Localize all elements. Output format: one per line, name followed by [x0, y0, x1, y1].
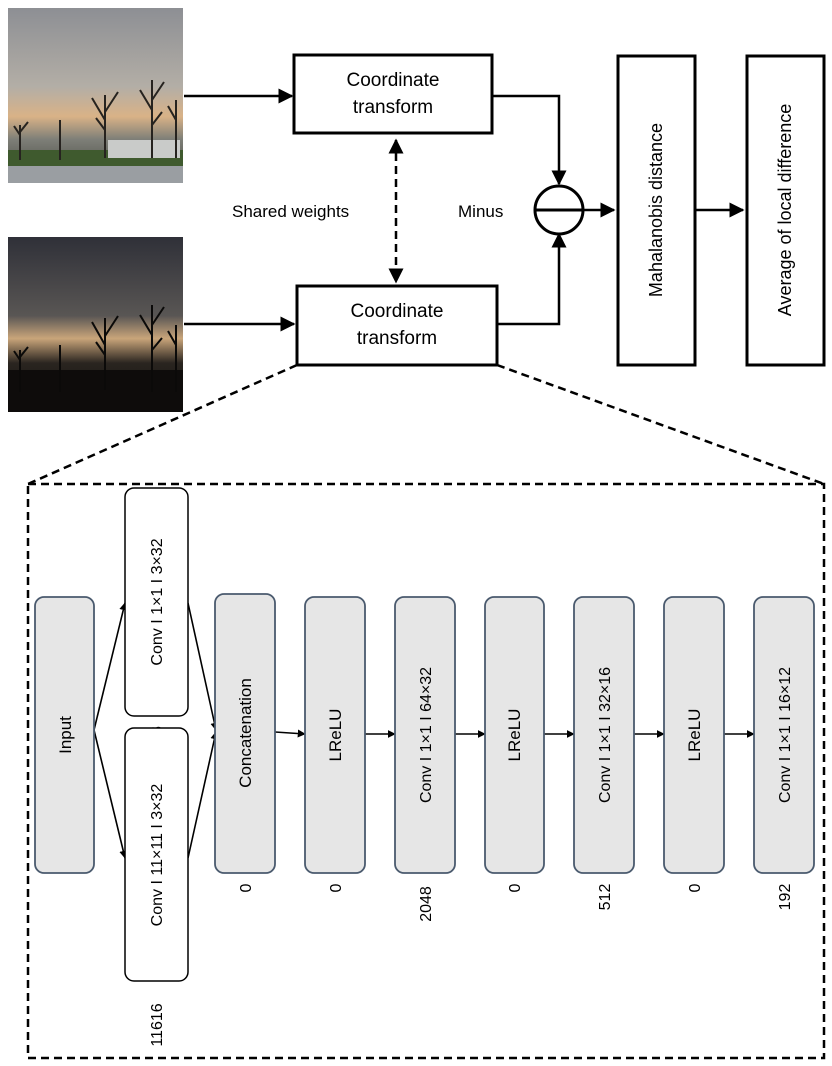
- top-flow-connectors: [184, 88, 745, 332]
- zoom-lines: [27, 363, 825, 486]
- stage-lrelu-3-label: LReLU: [685, 709, 704, 762]
- stage-conv-64x32: Conv I 1×1 I 64×32 2048: [394, 596, 456, 922]
- stage-lrelu-3: LReLU 0: [663, 596, 725, 892]
- mahalanobis-distance-label: Mahalanobis distance: [646, 123, 666, 297]
- stage-conv-64x32-params: 2048: [418, 886, 435, 922]
- average-local-difference-box: Average of local difference: [745, 54, 826, 367]
- conv-11x11-branch-label: Conv I 11×11 I 3×32: [149, 784, 166, 927]
- input-label: Input: [56, 716, 75, 754]
- stage-conv-16x12-params: 192: [777, 884, 794, 911]
- stage-conv-64x32-label: Conv I 1×1 I 64×32: [418, 667, 435, 803]
- stage-lrelu-2-label: LReLU: [505, 709, 524, 762]
- stage-concatenation: Concatenation 0: [214, 593, 276, 892]
- coordinate-transform-top-line2: transform: [353, 97, 433, 118]
- coordinate-transform-top-line1: Coordinate: [347, 70, 440, 91]
- stage-conv-16x12-label: Conv I 1×1 I 16×12: [777, 667, 794, 803]
- stage-concatenation-label: Concatenation: [236, 678, 255, 788]
- stage-lrelu-2: LReLU 0: [484, 596, 545, 892]
- stage-lrelu-1: LReLU 0: [304, 596, 366, 892]
- photo-bright: [8, 8, 183, 183]
- mahalanobis-distance-box: Mahalanobis distance: [616, 54, 697, 367]
- conv-1x1-branch-label: Conv I 1×1 I 3×32: [149, 538, 166, 665]
- photo-dark: [8, 237, 183, 412]
- minus-operator: [533, 184, 585, 236]
- stage-concatenation-params: 0: [238, 883, 255, 892]
- stage-lrelu-1-label: LReLU: [326, 709, 345, 762]
- average-local-difference-label: Average of local difference: [775, 104, 795, 316]
- network-connectors: [93, 602, 755, 859]
- minus-label: Minus: [458, 202, 503, 221]
- stage-conv-32x16-label: Conv I 1×1 I 32×16: [597, 667, 614, 803]
- coordinate-transform-bottom-line1: Coordinate: [351, 301, 444, 322]
- coordinate-transform-bottom-line2: transform: [357, 328, 437, 349]
- stage-lrelu-1-params: 0: [328, 883, 345, 892]
- coordinate-transform-top: Coordinate transform: [292, 53, 494, 135]
- coordinate-transform-bottom: Coordinate transform: [295, 284, 499, 367]
- network-detail-frame: [26, 482, 826, 1060]
- stage-conv-16x12: Conv I 1×1 I 16×12 192: [753, 596, 815, 911]
- stage-lrelu-3-params: 0: [687, 883, 704, 892]
- stage-conv-32x16: Conv I 1×1 I 32×16 512: [573, 596, 635, 911]
- input-node: Input: [34, 596, 95, 874]
- conv-1x1-branch: Conv I 1×1 I 3×32 96: [124, 487, 189, 744]
- conv-11x11-branch-params: 11616: [149, 1003, 166, 1046]
- stage-lrelu-2-params: 0: [507, 883, 524, 892]
- stage-conv-32x16-params: 512: [597, 884, 614, 911]
- conv-11x11-branch: Conv I 11×11 I 3×32 11616: [124, 727, 189, 1047]
- shared-weights-label: Shared weights: [232, 202, 349, 221]
